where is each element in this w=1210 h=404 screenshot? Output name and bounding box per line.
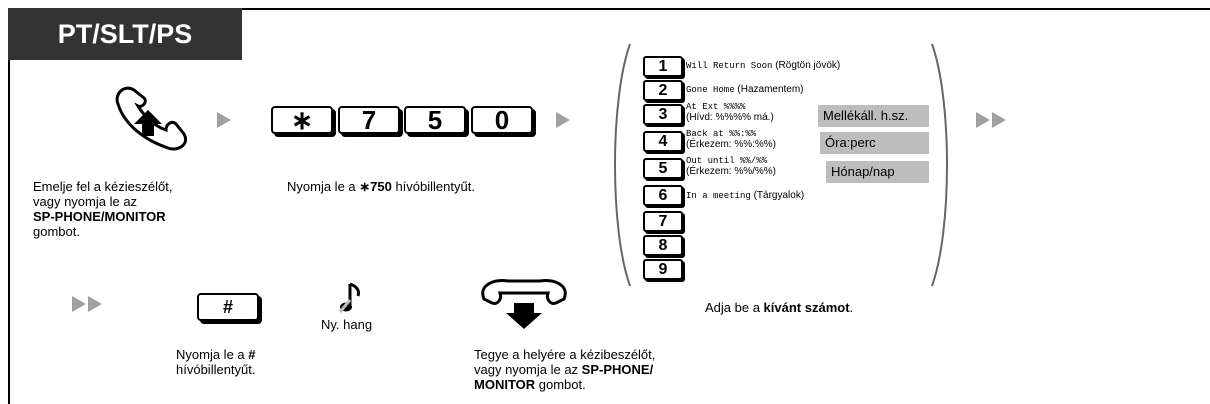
- key-star[interactable]: ∗: [271, 106, 333, 134]
- step3-caption: Adja be a kívánt számot.: [705, 300, 854, 315]
- double-arrow-icon: [88, 296, 102, 312]
- key-6[interactable]: 6: [643, 185, 683, 206]
- key-9[interactable]: 9: [643, 259, 683, 280]
- key-1[interactable]: 1: [643, 56, 683, 77]
- double-arrow-icon: [976, 112, 990, 128]
- note-time: Óra:perc: [820, 132, 929, 154]
- double-arrow-icon: [992, 112, 1006, 128]
- key-0[interactable]: 0: [471, 106, 533, 134]
- key-7[interactable]: 7: [643, 211, 683, 232]
- key-4[interactable]: 4: [643, 131, 683, 152]
- next-arrow-icon: [556, 112, 570, 128]
- frame-left-border: [8, 8, 10, 404]
- tone-label: Ny. hang: [321, 317, 373, 332]
- step2-caption: Nyomja le a ∗750 hívóbillentyűt.: [287, 179, 475, 194]
- step4-caption: Nyomja le a # hívóbillentyűt.: [176, 347, 256, 377]
- left-parenthesis: [614, 43, 631, 287]
- right-parenthesis: [931, 43, 948, 287]
- key-2[interactable]: 2: [643, 80, 683, 101]
- key-5[interactable]: 5: [643, 158, 683, 179]
- message-option-4: Back at %%:%% (Érkezem: %%:%%): [686, 129, 777, 151]
- message-option-6: In a meeting (Tárgyalok): [686, 190, 805, 201]
- on-hook-handset-icon: [481, 279, 567, 329]
- frame-top-border: [8, 8, 1210, 10]
- key-3[interactable]: 3: [643, 104, 683, 125]
- music-note-icon: [338, 282, 360, 313]
- procedure-title: PT/SLT/PS: [8, 8, 242, 60]
- step1-caption: Emelje fel a kézieszélőt, vagy nyomja le…: [33, 179, 173, 239]
- next-arrow-icon: [217, 112, 231, 128]
- message-option-2: Gone Home (Hazamentem): [686, 84, 804, 95]
- note-date: Hónap/nap: [826, 161, 929, 183]
- key-8[interactable]: 8: [643, 235, 683, 256]
- double-arrow-icon: [72, 296, 86, 312]
- message-option-1: Will Return Soon (Rögtön jövök): [686, 60, 841, 71]
- step5-caption: Tegye a helyére a kézibeszélőt, vagy nyo…: [474, 347, 656, 392]
- key-7[interactable]: 7: [338, 106, 400, 134]
- message-option-5: Out until %%/%% (Érkezem: %%/%%): [686, 156, 777, 178]
- key-5[interactable]: 5: [404, 106, 466, 134]
- message-option-3: At Ext %%%% (Hívd: %%%% má.): [686, 102, 774, 124]
- note-extension: Mellékáll. h.sz.: [818, 105, 929, 127]
- off-hook-handset-icon: [115, 86, 187, 151]
- key-hash[interactable]: #: [197, 293, 259, 321]
